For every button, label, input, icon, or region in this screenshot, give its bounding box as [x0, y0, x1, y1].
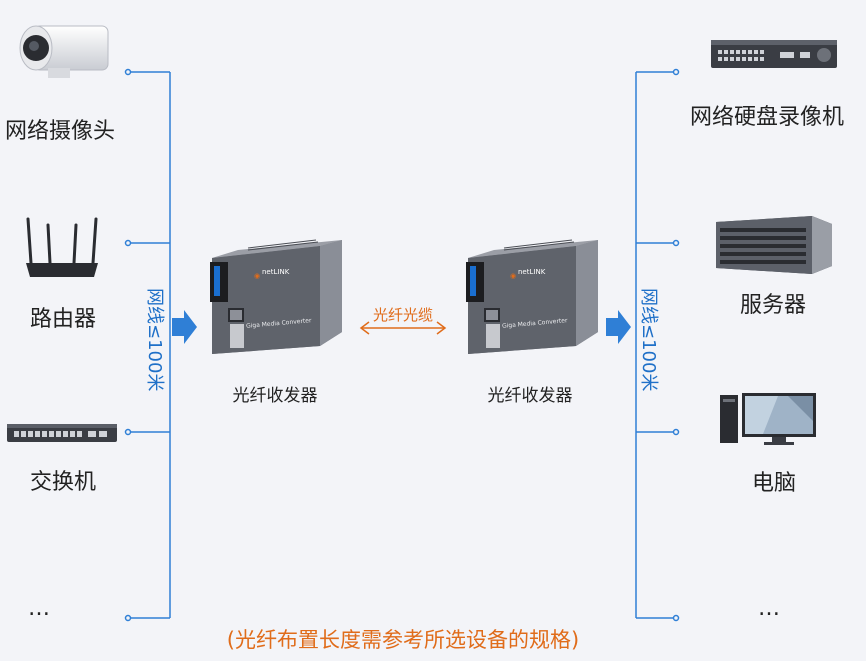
converter-brand: netLINK	[262, 268, 290, 276]
converter-right-label: 光纤收发器	[487, 386, 573, 406]
ip-camera-icon	[19, 25, 109, 78]
device-switch	[6, 420, 118, 446]
cable-length-left: 网线≤100米	[144, 288, 165, 392]
svg-text:◉: ◉	[254, 272, 260, 280]
converter-left-label: 光纤收发器	[232, 386, 318, 406]
media-converter-icon: ◉	[210, 239, 342, 354]
server-icon	[716, 216, 832, 274]
router-icon	[26, 217, 98, 277]
label-computer: 电脑	[752, 471, 797, 496]
label-server: 服务器	[740, 293, 807, 318]
fiber-cable-label: 光纤光缆	[372, 306, 434, 324]
converter-brand: netLINK	[518, 268, 546, 276]
label-more-right: …	[758, 596, 780, 621]
label-more-left: …	[28, 596, 50, 621]
footnote: (光纤布置长度需参考所选设备的规格)	[226, 628, 580, 652]
converter-left: ◉ netLINK Giga Media Converter	[208, 228, 348, 364]
label-nvr: 网络硬盘录像机	[690, 105, 845, 130]
cable-length-right: 网线≤100米	[638, 288, 659, 392]
device-nvr	[710, 38, 838, 70]
media-converter-icon: ◉	[466, 239, 598, 354]
device-router	[22, 215, 102, 280]
switch-icon	[7, 424, 117, 442]
device-ip-camera	[12, 20, 112, 82]
label-switch: 交换机	[30, 470, 97, 495]
label-ip-camera: 网络摄像头	[5, 119, 116, 144]
converter-right: ◉ netLINK Giga Media Converter	[464, 228, 604, 364]
label-router: 路由器	[30, 307, 97, 332]
nvr-icon	[711, 40, 837, 68]
svg-text:◉: ◉	[510, 272, 516, 280]
device-computer	[718, 391, 818, 447]
device-server	[712, 212, 834, 278]
computer-icon	[720, 393, 816, 445]
